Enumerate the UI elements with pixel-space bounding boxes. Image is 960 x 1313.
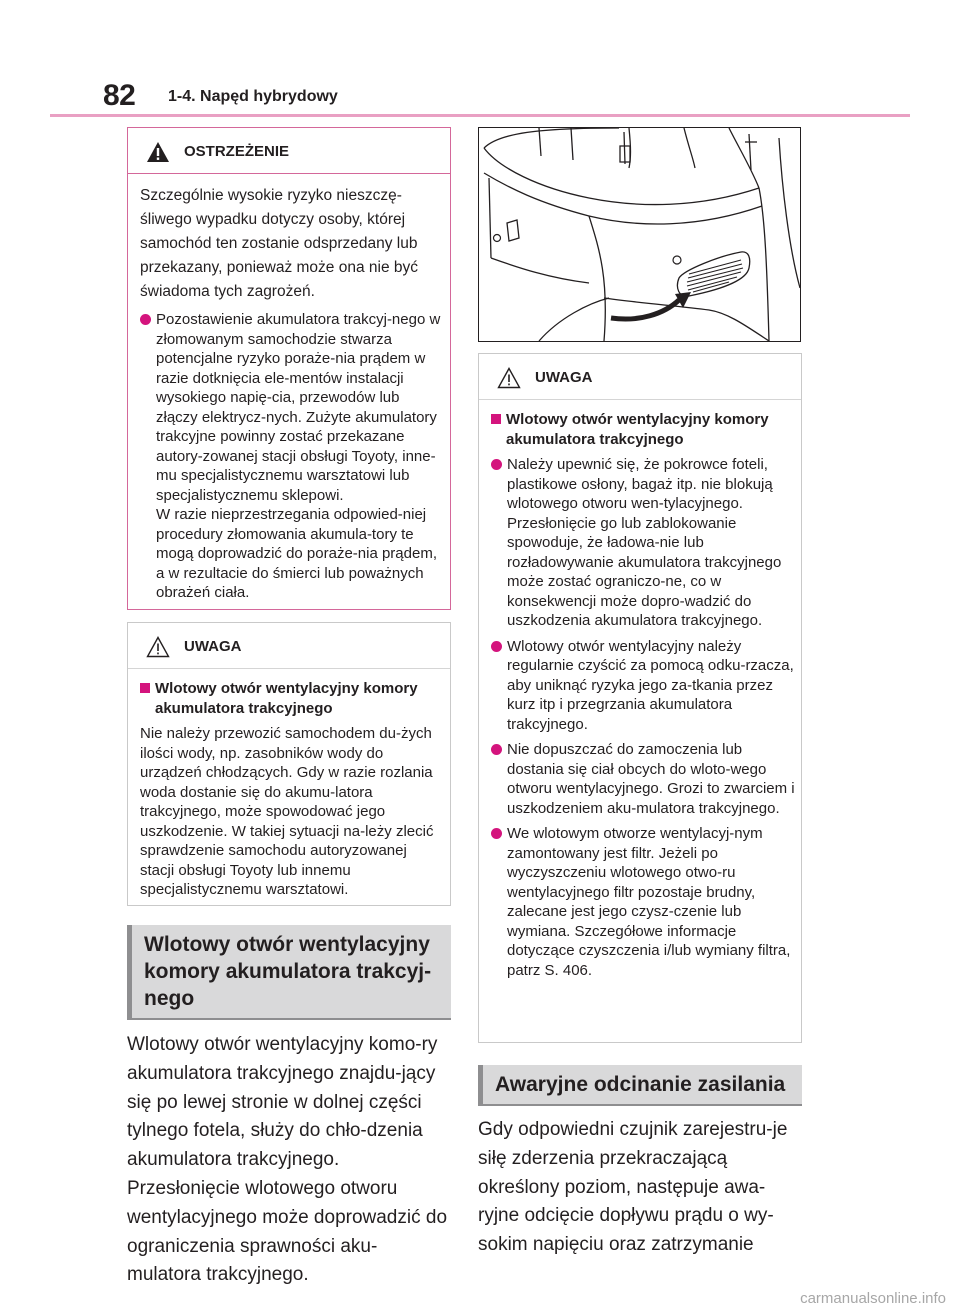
warning-triangle-icon	[147, 141, 169, 162]
caution-triangle-icon	[146, 635, 170, 657]
notice-box-left: UWAGA Wlotowy otwór wentylacyjny komory …	[127, 622, 451, 906]
section-heading-emergency: Awaryjne odcinanie zasilania	[478, 1065, 802, 1106]
square-bullet-icon	[140, 683, 150, 693]
section-heading-vent: Wlotowy otwór wentylacyjny komory akumul…	[127, 925, 451, 1020]
bullet-dot-icon	[491, 459, 502, 470]
bullet-dot-icon	[140, 314, 151, 325]
warning-box: OSTRZEŻENIE Szczególnie wysokie ryzyko n…	[127, 127, 451, 610]
warning-body: Szczególnie wysokie ryzyko nieszczę-śliw…	[128, 174, 450, 619]
emergency-body-text: Gdy odpowiedni czujnik zarejestru-je sił…	[478, 1119, 788, 1256]
notice-bullet-3: Nie dopuszczać do zamoczenia lub dostani…	[491, 740, 795, 818]
notice-subhead-right: Wlotowy otwór wentylacyjny komory akumul…	[491, 410, 795, 449]
notice-header-left: UWAGA	[128, 623, 450, 669]
notice-body-left: Wlotowy otwór wentylacyjny komory akumul…	[128, 669, 450, 916]
square-bullet-icon	[491, 414, 501, 424]
warning-title: OSTRZEŻENIE	[184, 143, 290, 160]
warning-bullet-text: Pozostawienie akumulatora trakcyj-nego w…	[156, 311, 441, 504]
notice-body-right: Wlotowy otwór wentylacyjny komory akumul…	[479, 400, 801, 996]
notice-bullet-1: Należy upewnić się, że pokrowce foteli, …	[491, 455, 795, 631]
right-column: UWAGA Wlotowy otwór wentylacyjny komory …	[478, 127, 802, 1260]
caution-triangle-icon	[497, 366, 521, 388]
vent-body-text: Wlotowy otwór wentylacyjny komo-ry akumu…	[127, 1034, 448, 1286]
bullet-dot-icon	[491, 744, 502, 755]
notice-title-left: UWAGA	[184, 638, 242, 655]
watermark: carmanualsonline.info	[800, 1290, 946, 1307]
page-number: 82	[103, 79, 136, 112]
notice-box-right: UWAGA Wlotowy otwór wentylacyjny komory …	[478, 353, 802, 1043]
warning-bullet: Pozostawienie akumulatora trakcyj-nego w…	[140, 310, 444, 603]
warning-intro: Szczególnie wysokie ryzyko nieszczę-śliw…	[140, 187, 419, 300]
bullet-dot-icon	[491, 828, 502, 839]
warning-header: OSTRZEŻENIE	[128, 128, 450, 174]
left-column: OSTRZEŻENIE Szczególnie wysokie ryzyko n…	[127, 127, 451, 1290]
notice-text-left: Nie należy przewozić samochodem du-żych …	[140, 725, 434, 898]
notice-bullet-2: Wlotowy otwór wentylacyjny należy regula…	[491, 637, 795, 735]
notice-header-right: UWAGA	[479, 354, 801, 400]
bullet-dot-icon	[491, 640, 502, 652]
notice-bullet-4: We wlotowym otworze wentylacyj-nym zamon…	[491, 824, 795, 980]
notice-subhead-left: Wlotowy otwór wentylacyjny komory akumul…	[140, 679, 444, 718]
section-title: 1-4. Napęd hybrydowy	[168, 88, 338, 105]
rear-seat-vent-image	[483, 127, 801, 342]
notice-title-right: UWAGA	[535, 369, 593, 386]
header-rule	[50, 114, 910, 117]
rear-seat-illustration	[478, 127, 801, 342]
warning-bullet-continuation: W razie nieprzestrzegania odpowied-niej …	[156, 506, 437, 601]
